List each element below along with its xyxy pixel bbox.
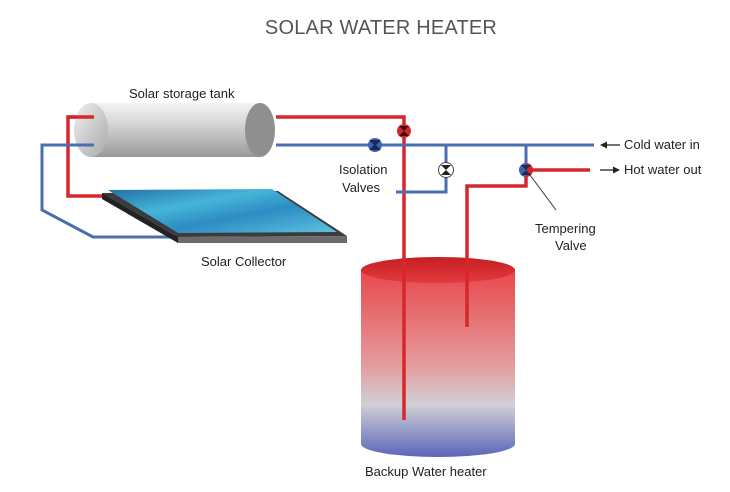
valve-icon — [519, 163, 533, 177]
valve-icon — [397, 124, 411, 138]
valve-icon — [368, 138, 382, 152]
isolation-valves-label-line1: Isolation — [339, 162, 388, 177]
arrow-right-icon — [600, 166, 620, 174]
solar-collector — [102, 189, 347, 243]
isolation-valves-label-line2: Valves — [342, 180, 381, 195]
backup-water-heater — [361, 257, 515, 457]
solar-storage-tank — [74, 103, 275, 157]
cold-water-in-label: Cold water in — [624, 137, 700, 152]
tempering-leader-line — [529, 174, 557, 211]
storage-tank-label: Solar storage tank — [129, 86, 235, 101]
tempering-valve-label-line1: Tempering — [535, 221, 596, 236]
tempering-valve-label-line2: Valve — [555, 238, 587, 253]
valve-icon — [438, 162, 454, 178]
arrow-left-icon — [600, 141, 620, 149]
backup-heater-label: Backup Water heater — [365, 464, 487, 479]
diagram-title: SOLAR WATER HEATER — [264, 17, 498, 39]
tank-pipe-stubs — [42, 115, 94, 147]
hot-water-out-label: Hot water out — [624, 162, 702, 177]
solar-collector-label: Solar Collector — [201, 254, 287, 269]
